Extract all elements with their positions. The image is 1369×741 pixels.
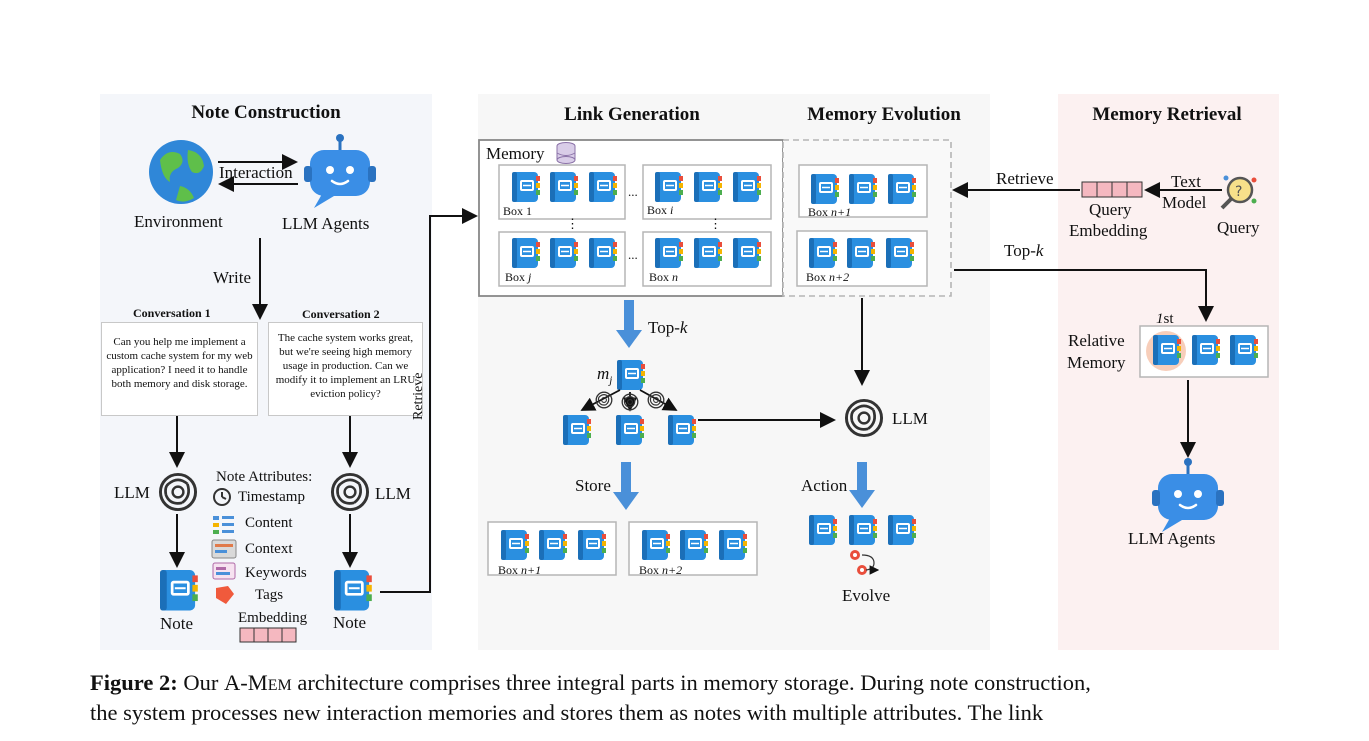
vdots-2: ⋮ — [709, 216, 722, 231]
query-embedding-cells — [1081, 181, 1143, 198]
llm-agents-robot-icon — [302, 132, 378, 210]
relative-memory-label-1: Relative — [1068, 331, 1125, 350]
text-model-label-2: Model — [1162, 193, 1207, 212]
mj-label: mj — [597, 364, 613, 387]
embedding-cells — [239, 627, 297, 643]
first-rank-label: 1st — [1156, 311, 1174, 327]
llm-left-label: LLM — [114, 483, 150, 502]
query-label: Query — [1217, 218, 1260, 237]
environment-label: Environment — [134, 212, 223, 231]
title-memory-retrieval: Memory Retrieval — [1092, 104, 1242, 125]
mj-note-icon — [616, 359, 646, 391]
action-blue-arrow — [849, 462, 875, 508]
note-right-icon — [332, 568, 374, 612]
figure-caption: Figure 2: Our A-Mem architecture compris… — [90, 668, 1285, 728]
query-embedding-label-2: Embedding — [1069, 221, 1148, 240]
conversation-2-title: Conversation 2 — [302, 307, 380, 321]
attr-tags: Tags — [255, 587, 284, 603]
attr-context: Context — [245, 541, 293, 557]
llm-right-label: LLM — [375, 484, 411, 503]
evo-box-n1-label: Box n+1 — [808, 205, 852, 219]
title-note-construction: Note Construction — [191, 102, 341, 123]
relative-memory-label-2: Memory — [1067, 353, 1126, 372]
box-j-label: Box j — [505, 270, 532, 284]
note-left-icon — [158, 568, 200, 612]
attr-timestamp: Timestamp — [238, 489, 305, 505]
llm-agents-label: LLM Agents — [282, 214, 370, 233]
conversation-1-box: Can you help me implement a custom cache… — [101, 322, 258, 416]
query-embedding-label-1: Query — [1089, 200, 1132, 219]
retrieve-label: Retrieve — [996, 169, 1054, 188]
timestamp-icon — [213, 488, 231, 506]
box-n-label: Box n — [649, 270, 679, 284]
action-label: Action — [801, 476, 848, 495]
tags-icon — [216, 586, 234, 604]
content-icon — [213, 516, 234, 534]
store-box-n2-label: Box n+2 — [639, 563, 683, 577]
memory-label: Memory — [486, 144, 545, 163]
diagram-lines: ? — [149, 132, 1269, 643]
note-right-label: Note — [333, 613, 367, 632]
box-i-label: Box i — [647, 203, 674, 217]
openai-llm-left-icon — [158, 472, 198, 512]
text-model-label-1: Text — [1171, 172, 1201, 191]
retrieval-llm-agents-label: LLM Agents — [1128, 529, 1216, 548]
vdots-1: ⋮ — [566, 216, 579, 231]
box-1-label: Box 1 — [503, 204, 533, 218]
openai-llm-right-icon — [330, 472, 370, 512]
evolve-label: Evolve — [842, 586, 891, 605]
attr-embedding: Embedding — [238, 610, 308, 626]
evolve-gear-icon — [850, 550, 880, 575]
topk-blue-arrow — [616, 300, 642, 348]
interaction-label: Interaction — [219, 163, 293, 182]
attr-content: Content — [245, 515, 293, 531]
openai-evolution-icon — [844, 398, 884, 438]
topk-link-label: Top-k — [648, 318, 688, 337]
title-memory-evolution: Memory Evolution — [807, 104, 961, 125]
query-magnifier-icon: ? — [1220, 175, 1257, 210]
caption-line-2: the system processes new interaction mem… — [90, 700, 1044, 725]
retrieve-vertical-label: Retrieve — [411, 372, 426, 420]
title-link-generation: Link Generation — [564, 104, 700, 125]
keywords-icon — [212, 562, 236, 580]
evo-box-n2-label: Box n+2 — [806, 270, 850, 284]
store-box-n1-label: Box n+1 — [498, 563, 542, 577]
conversation-1-title: Conversation 1 — [133, 306, 211, 320]
store-label: Store — [575, 476, 611, 495]
note-attributes-title: Note Attributes: — [216, 469, 313, 485]
note-left-label: Note — [160, 614, 194, 633]
attr-keywords: Keywords — [245, 565, 307, 581]
memory-database-icon — [556, 142, 576, 164]
conversation-2-box: The cache system works great, but we're … — [268, 322, 423, 416]
store-blue-arrow — [613, 462, 639, 510]
caption-line-1: Figure 2: Our A-Mem architecture compris… — [90, 670, 1091, 695]
topk-retrieval-label: Top-k — [1004, 241, 1044, 260]
evolution-llm-label: LLM — [892, 409, 928, 428]
ellipsis-1: ... — [628, 184, 638, 199]
context-icon — [211, 539, 237, 559]
retrieval-llm-agents-robot-icon — [1150, 456, 1226, 534]
write-label: Write — [213, 268, 252, 287]
environment-globe-icon — [149, 140, 213, 204]
ellipsis-2: ... — [628, 247, 638, 262]
svg-text:?: ? — [1235, 184, 1242, 200]
